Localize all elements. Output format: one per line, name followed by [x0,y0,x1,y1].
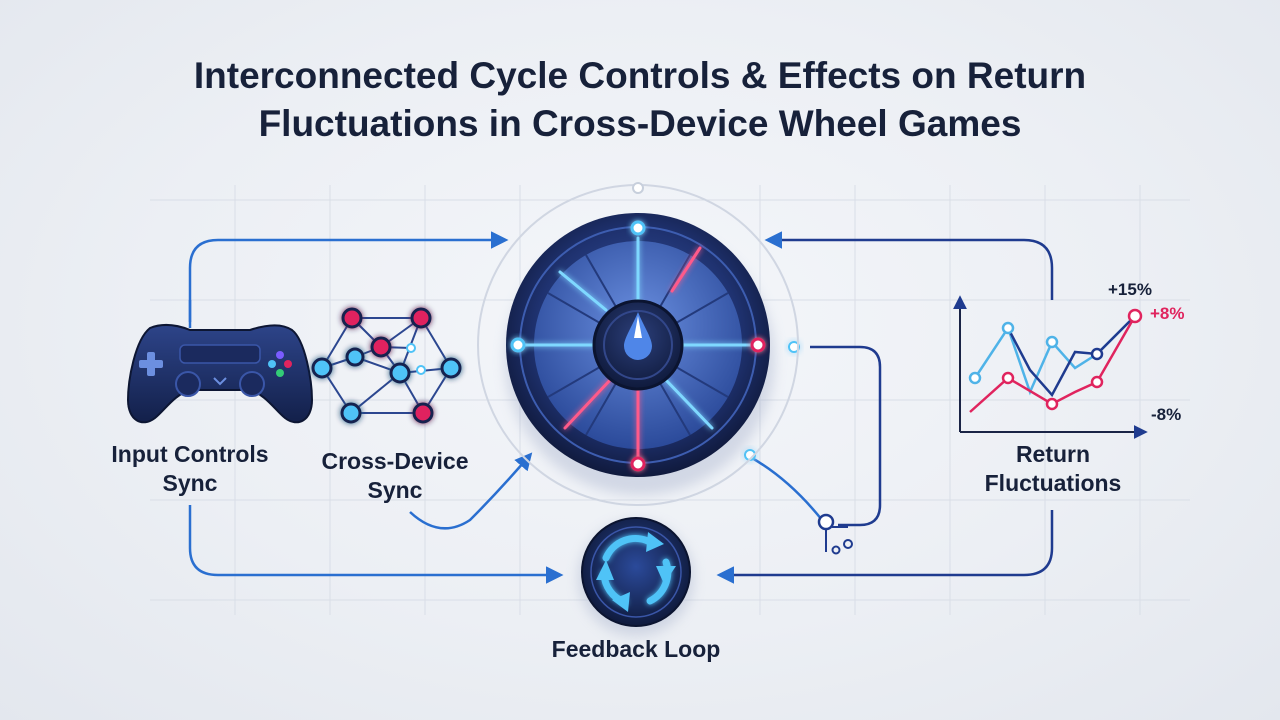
title-line-2: Fluctuations in Cross-Device Wheel Games [258,103,1022,144]
wheel-icon [477,182,799,506]
diagram-title: Interconnected Cycle Controls & Effects … [40,52,1240,148]
chart-label-low: -8% [1151,405,1182,424]
glow-dot-right [788,341,800,353]
cycle-icon [578,517,694,636]
gamepad-icon [126,300,314,424]
return-fluctuations-label: Return Fluctuations [984,441,1122,496]
arrow-input-to-feedback [188,505,564,584]
input-controls-label: Input Controls Sync [111,441,269,496]
network-icon [311,307,462,424]
chart-label-mid: +8% [1150,304,1185,323]
returns-series-cyan [973,315,1136,396]
returns-series-magenta [969,315,1137,413]
arrow-returns-to-wheel [764,231,1054,300]
arrow-returns-to-feedback [716,510,1054,584]
flow-arrows [188,231,1054,584]
connector-wheel-diagonal [751,456,823,521]
feedback-loop-label: Feedback Loop [551,636,721,662]
returns-series-navy [1006,315,1136,398]
title-line-1: Interconnected Cycle Controls & Effects … [193,55,1087,96]
arrow-crossdevice-to-wheel [409,452,533,530]
connector-icon [817,513,853,555]
arrow-input-to-wheel [188,231,509,322]
connector-wheel-to-node [810,345,882,527]
trend-chart-icon [953,295,1148,439]
cross-device-label: Cross-Device Sync [321,448,469,503]
chart-label-high: +15% [1108,280,1152,299]
